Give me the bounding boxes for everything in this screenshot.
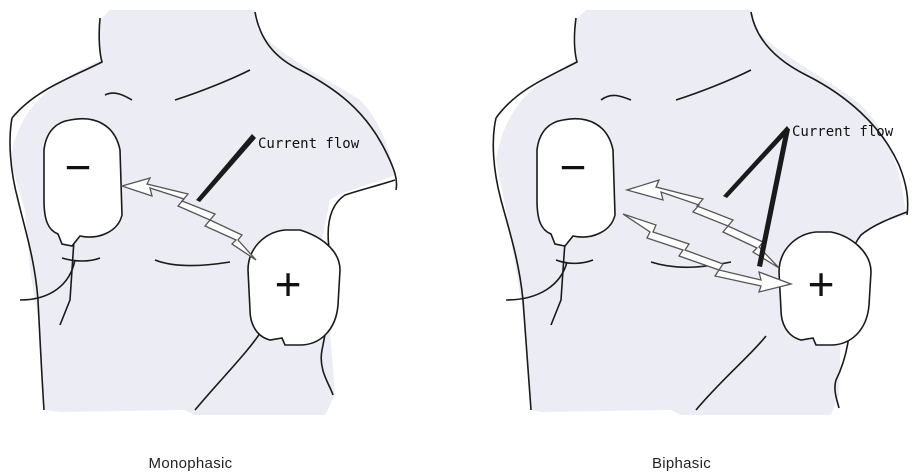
positive-sign: + — [808, 258, 835, 310]
biphasic-panel: − + Current flow Biphasic — [461, 0, 922, 474]
negative-sign: − — [560, 141, 587, 193]
current-flow-label: Current flow — [792, 124, 894, 140]
biphasic-illustration: − + Current flow — [461, 0, 922, 474]
monophasic-panel: − + Current flow Monophasic — [0, 0, 461, 474]
positive-sign: + — [275, 258, 302, 310]
current-flow-label: Current flow — [258, 136, 360, 152]
monophasic-illustration: − + Current flow — [0, 0, 461, 474]
negative-sign: − — [65, 141, 92, 193]
caption-monophasic: Monophasic — [0, 455, 421, 472]
caption-biphasic: Biphasic — [451, 455, 912, 472]
